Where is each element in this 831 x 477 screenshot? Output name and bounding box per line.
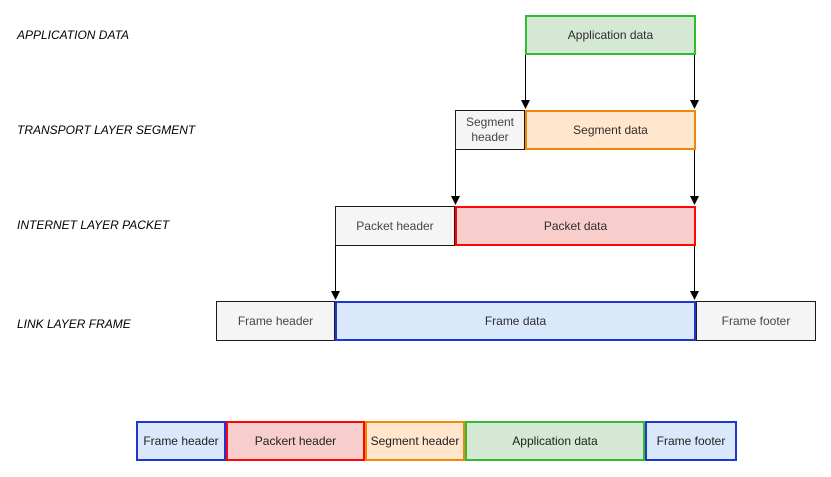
final-frame-cell-frame-header: Frame header [136, 421, 226, 461]
final-frame-cell-application-data: Application data [465, 421, 645, 461]
layer-label-transport-layer-segment: TRANSPORT LAYER SEGMENT [17, 123, 196, 137]
application-data-box: Application data [525, 15, 696, 55]
layer-label-link-layer-frame: LINK LAYER FRAME [17, 317, 131, 331]
frame-footer-box: Frame footer [696, 301, 816, 341]
final-frame-cell-packet-header: Packert header [226, 421, 365, 461]
frame-header-box: Frame header [216, 301, 335, 341]
segment-header-box: Segment header [455, 110, 525, 150]
layer-label-application-data: APPLICATION DATA [17, 28, 130, 42]
packet-header-box: Packet header [335, 206, 455, 246]
frame-data-box: Frame data [335, 301, 696, 341]
segment-data-box: Segment data [525, 110, 696, 150]
packet-data-box: Packet data [455, 206, 696, 246]
final-frame-cell-frame-footer: Frame footer [645, 421, 737, 461]
layer-label-internet-layer-packet: INTERNET LAYER PACKET [17, 218, 170, 232]
final-frame-cell-segment-header: Segment header [365, 421, 465, 461]
